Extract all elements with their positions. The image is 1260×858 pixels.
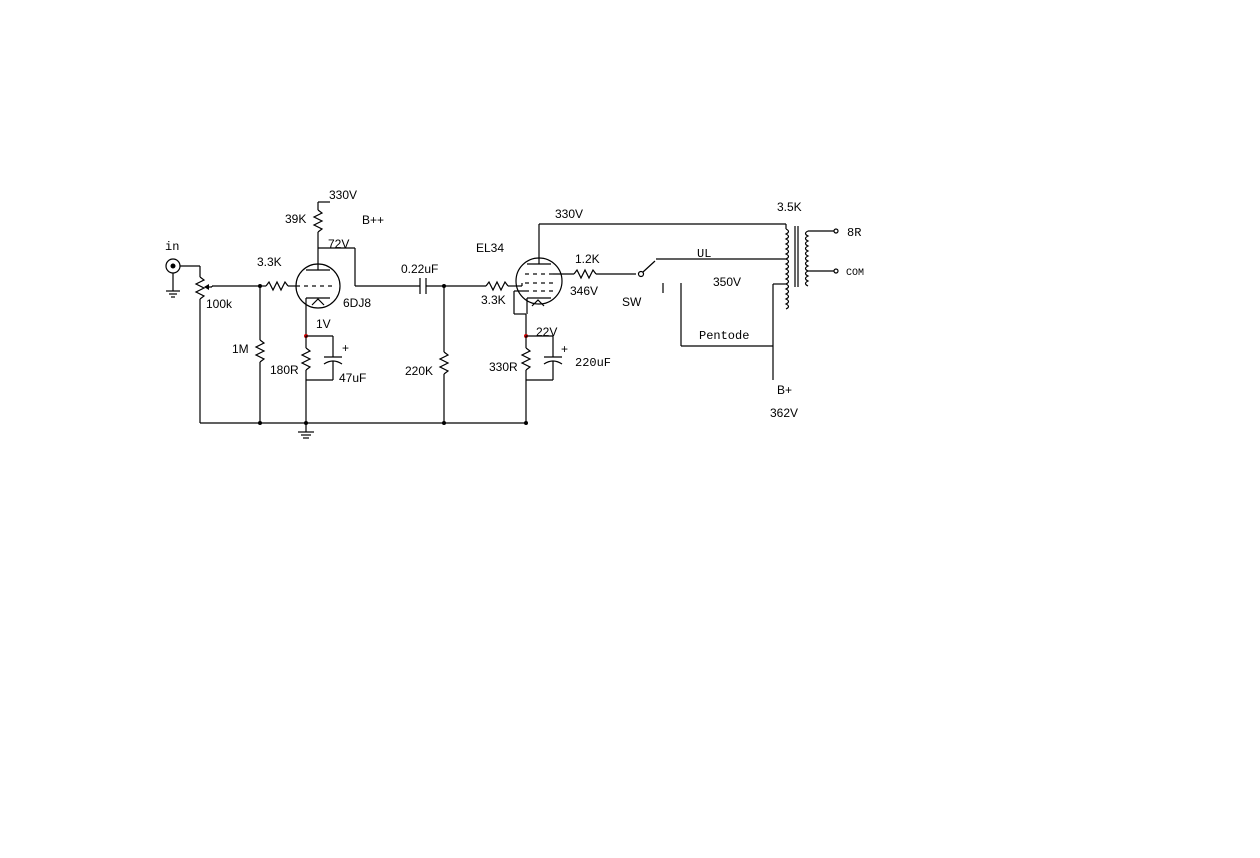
plate-voltage-stage1: 72V [328, 237, 349, 251]
tube-6dj8-label: 6DJ8 [343, 296, 371, 310]
plate-wire-stage1 [318, 247, 420, 287]
cathode-voltage-stage2: 22V [536, 325, 557, 339]
ul-pentode-switch [642, 258, 786, 347]
cathode-resistor-stage1: 180R [270, 363, 299, 377]
resistor-grid-stopper-2 [485, 280, 522, 292]
grid-resistor-value: 220K [405, 364, 433, 378]
volume-potentiometer [194, 266, 260, 423]
coupling-capacitor [419, 278, 486, 294]
output-8r-label: 8R [847, 226, 861, 240]
grid-stopper-1-value: 3.3K [257, 255, 282, 269]
cathode-cap-stage1: 47uF [339, 371, 366, 385]
tube-6dj8 [295, 248, 341, 309]
pot-value: 100k [206, 297, 233, 311]
resistor-220k [438, 286, 450, 423]
ul-label: UL [697, 247, 711, 261]
plate-voltage-stage2: 330V [555, 207, 583, 221]
output-com-label: COM [846, 268, 864, 279]
supply-bpp-label: B++ [362, 213, 384, 227]
cathode-cap-polarity-stage2: + [561, 342, 568, 356]
cathode-cap-polarity-stage1: + [342, 341, 349, 355]
resistor-1m [254, 286, 266, 423]
ground-bus [200, 421, 528, 425]
cathode-cap-stage2: 220uF [575, 356, 611, 370]
plate-load-value: 39K [285, 212, 306, 226]
primary-impedance: 3.5K [777, 200, 802, 214]
resistor-grid-stopper-1 [260, 280, 300, 292]
coupling-cap-value: 0.22uF [401, 262, 438, 276]
cathode-network-stage1 [300, 308, 343, 423]
cathode-resistor-stage2: 330R [489, 360, 518, 374]
grid-leak-value: 1M [232, 342, 249, 356]
screen-resistor-value: 1.2K [575, 252, 600, 266]
resistor-screen [573, 268, 645, 280]
ground-symbol-input [166, 290, 180, 298]
resistor-plate-load [312, 201, 330, 248]
output-transformer [772, 226, 839, 380]
tube-el34 [513, 224, 574, 315]
plate-wire-stage2 [539, 223, 787, 229]
supply-bplus-voltage: 362V [770, 406, 798, 420]
supply-bpp-voltage: 330V [329, 188, 357, 202]
tube-el34-label: EL34 [476, 241, 504, 255]
switch-label: SW [622, 295, 642, 309]
cathode-network-stage2 [520, 314, 563, 423]
ground-symbol-main [298, 423, 314, 439]
pentode-label: Pentode [699, 329, 749, 343]
supply-bplus-label: B+ [777, 383, 792, 397]
grid-stopper-2-value: 3.3K [481, 293, 506, 307]
input-jack [165, 258, 200, 291]
tap-voltage: 350V [713, 275, 741, 289]
screen-voltage: 346V [570, 284, 598, 298]
cathode-voltage-stage1: 1V [316, 317, 331, 331]
input-label: in [165, 240, 179, 254]
